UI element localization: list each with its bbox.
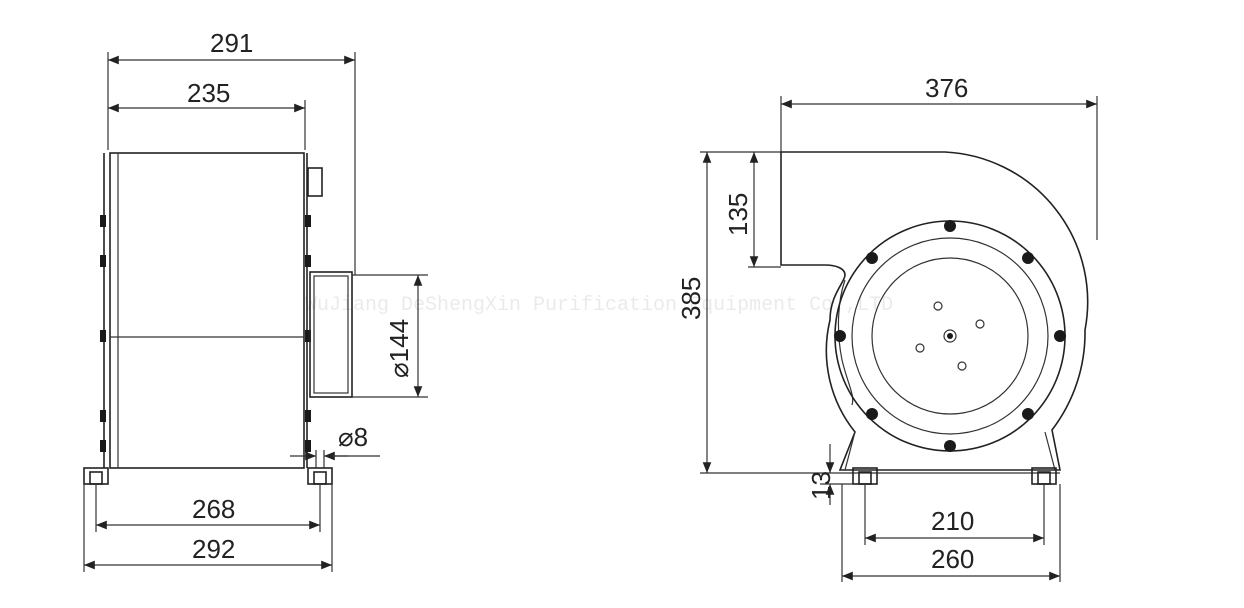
scroll-housing [780, 151, 1089, 471]
svg-text:260: 260 [931, 544, 974, 574]
dim-outlet-height: 135 [723, 152, 759, 267]
svg-text:376: 376 [925, 73, 968, 103]
svg-text:268: 268 [192, 494, 235, 524]
dim-foot-inner: 210 [865, 506, 1044, 543]
svg-text:235: 235 [187, 78, 230, 108]
mount-foot-left [83, 467, 109, 485]
svg-text:292: 292 [192, 534, 235, 564]
motor [309, 271, 353, 398]
svg-text:210: 210 [931, 506, 974, 536]
svg-text:291: 291 [210, 28, 253, 58]
dim-mount-inner: 268 [96, 494, 320, 530]
mount-foot-right [307, 467, 333, 485]
dim-foot-outer: 260 [842, 544, 1060, 581]
dim-overall-width-front: 376 [781, 73, 1097, 109]
dim-foot-height: 13 [806, 471, 836, 500]
watermark: WuJiang DeShengXin Purification Equipmen… [305, 294, 893, 317]
svg-text:385: 385 [676, 277, 706, 320]
dim-housing-width: 235 [108, 78, 305, 113]
side-view: 291 235 ⌀144 [83, 28, 428, 572]
housing-body [109, 152, 305, 469]
dim-mount-outer: 292 [84, 534, 332, 570]
dim-motor-diameter: ⌀144 [384, 319, 414, 378]
dim-overall-width-side: 291 [108, 28, 355, 65]
front-view: 376 135 385 [676, 73, 1098, 582]
dim-overall-height: 385 [676, 152, 712, 473]
svg-text:135: 135 [723, 193, 753, 236]
dim-hole-diameter: ⌀8 [338, 422, 368, 452]
terminal-box [307, 167, 323, 197]
